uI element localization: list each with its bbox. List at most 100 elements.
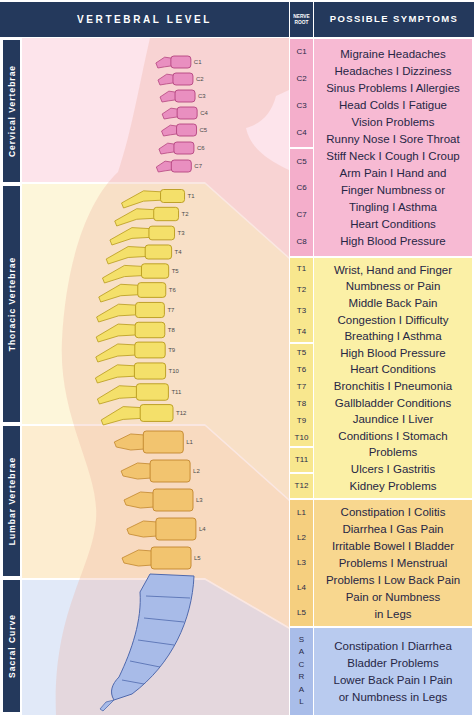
vertebra-process [122,550,152,566]
nerve-root-label: T12 [295,482,309,490]
nerve-root-label: L1 [297,509,306,517]
nerve-root-cell [290,344,313,446]
vertebra-process [156,57,172,68]
vertebra-body [134,363,165,379]
nerve-root-cell [290,500,313,626]
symptom-line: Migraine Headaches [340,46,445,63]
vertebra-label: L1 [186,439,193,445]
symptom-line: High Blood Pressure [340,345,445,362]
vertebra-process [106,247,146,264]
nerve-root-label: T7 [297,383,306,391]
symptom-line: Finger Numbness or [341,182,445,199]
vertebra-label: T1 [188,193,195,199]
nerve-root-label: L4 [297,584,306,592]
symptom-line: Stiff Neck I Cough I Croup [326,148,459,165]
symptom-line: Wrist, Hand and Finger [334,262,452,279]
vertebra-process [97,304,137,322]
symptom-line: Vision Problems [352,114,435,131]
nerve-root-label: C1 [296,48,306,56]
body-silhouette [56,38,289,715]
nerve-root-cell [290,149,313,256]
vertebra-body [138,283,166,298]
nerve-root-label: T1 [297,265,306,273]
vertebra-label: T4 [175,249,182,255]
vertebrae-group [95,56,197,569]
symptom-line: or Numbness in Legs [339,689,448,706]
vertebra-body [136,384,168,401]
column-header: POSSIBLE SYMPTOMS [314,2,474,37]
header-text: VERTEBRAL LEVEL [77,14,212,26]
nerve-root-label: C6 [296,184,306,192]
symptom-line: Problems I Menstrual [339,555,448,572]
nerve-root-label: L5 [297,609,306,617]
nerve-root-cell [290,258,313,342]
symptom-line: Middle Back Pain [349,295,438,312]
region-bar: Cervical Vertebrae [3,40,20,182]
vertebra-label: T7 [167,307,174,313]
vertebra-process [159,143,175,154]
vertebra-process [122,191,162,208]
symptom-line: Breathing I Asthma [344,328,441,345]
nerve-root-label: T2 [297,286,306,294]
region-name: Cervical Vertebrae [7,65,16,157]
nerve-root-label: C4 [296,129,306,137]
column-header: VERTEBRAL LEVEL [0,2,289,37]
vertebra-label: C2 [196,76,204,82]
symptom-line: Pain or Numbness [346,589,441,606]
vertebra-label: C6 [197,145,205,151]
vertebra-label: L3 [196,497,203,503]
symptom-line: Problems I Low Back Pain [326,572,460,589]
vertebra-body [151,547,191,569]
vertebra-process [156,161,172,172]
vertebra-label: T6 [169,287,176,293]
vertebra-label: T2 [182,211,189,217]
nerve-root-label: C5 [296,158,306,166]
symptom-line: Headaches I Dizziness [335,63,452,80]
vertebra-process [101,407,141,425]
nerve-root-label: C8 [296,238,306,246]
vertebra-label: C4 [200,110,208,116]
vertebra-body [135,322,165,337]
vertebra-body [177,124,197,136]
vertebra-body [150,460,190,482]
vertebra-body [143,431,183,453]
vertebra-body [171,160,191,172]
vertebra-label: T12 [176,410,186,416]
vertebra-label: T8 [168,327,175,333]
vertebra-process [97,386,137,404]
symptom-line: Arm Pain I Hand and [340,165,447,182]
symptom-box: Wrist, Hand and FingerNumbness or PainMi… [314,258,472,498]
vertebra-body [156,518,196,540]
vertebra-label: C1 [194,59,202,65]
symptom-line: Problems [369,444,418,461]
vertebra-label: T10 [169,368,179,374]
symptom-line: Ulcers I Gastritis [351,461,435,478]
symptom-line: Tingling I Asthma [349,199,437,216]
vertebra-process [160,91,176,102]
vertebra-label: L5 [194,555,201,561]
region-name: Lumbar Vertebrae [7,457,16,545]
nerve-root-label: T4 [297,328,306,336]
symptom-line: Heart Conditions [350,361,436,378]
vertebra-process [158,74,174,85]
symptom-box: Constipation I DiarrheaBladder ProblemsL… [314,628,472,715]
vertebra-process [162,108,178,119]
nerve-root-label: C7 [296,211,306,219]
symptom-line: Bladder Problems [347,655,438,672]
vertebra-label: C7 [194,163,202,169]
vertebra-process [95,365,135,383]
vertebra-process [127,521,157,537]
symptom-line: Lower Back Pain I Pain [334,672,453,689]
nerve-root-label: L2 [297,534,306,542]
vertebra-process [162,125,178,136]
vertebra-body [140,405,173,422]
vertebra-body [149,226,175,240]
nerve-root-cell [290,448,313,472]
vertebra-process [110,228,150,245]
symptom-line: Head Colds I Fatigue [339,97,447,114]
symptom-line: High Blood Pressure [340,233,445,250]
nerve-root-label: SACRAL [298,634,306,708]
vertebra-body [136,302,165,317]
symptom-box: Migraine HeadachesHeadaches I DizzinessS… [314,39,472,256]
vertebra-label: T3 [178,230,185,236]
